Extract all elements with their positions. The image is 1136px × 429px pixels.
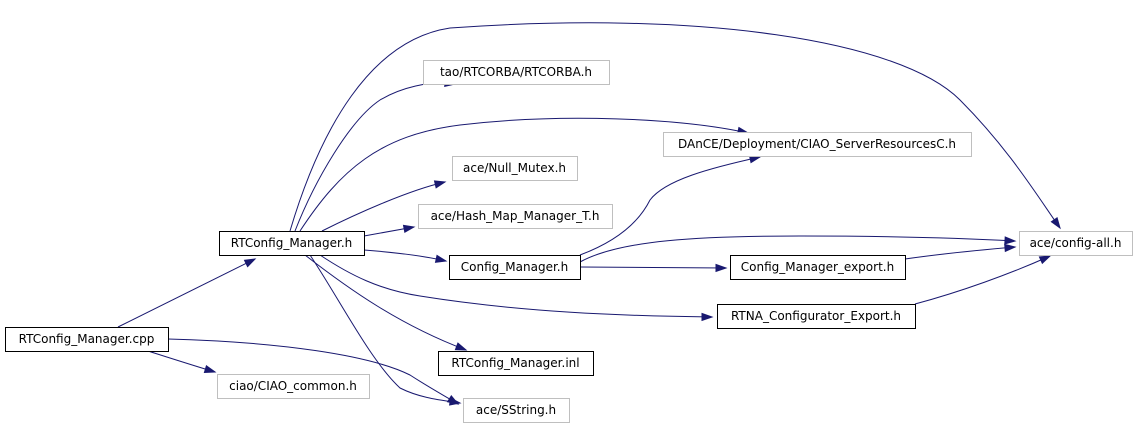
edge-line [147,350,216,373]
edge-arrowhead [1050,216,1061,230]
edge-arrowhead [402,224,416,233]
edge-arrowhead [433,180,447,189]
node-server-resources-h: DAnCE/Deployment/CIAO_ServerResourcesC.h [663,132,972,157]
edge-arrowhead [203,364,217,374]
node-label: ciao/CIAO_common.h [229,379,357,393]
node-hash-map-h: ace/Hash_Map_Manager_T.h [418,204,613,229]
node-box [217,374,370,399]
edge-rtconfig-manager-h-to-sstring-h [309,254,462,406]
node-config-all-h: ace/config-all.h [1019,231,1133,256]
node-sstring-h: ace/SString.h [463,398,570,423]
node-label: DAnCE/Deployment/CIAO_ServerResourcesC.h [678,137,956,151]
node-rtna-export-h[interactable]: RTNA_Configurator_Export.h [717,304,916,329]
edge-config-manager-h-to-config-all-h [579,235,1017,263]
node-label: RTConfig_Manager.h [231,236,353,250]
edge-arrowhead [243,258,257,268]
node-label: RTNA_Configurator_Export.h [731,309,901,323]
edge-line [904,246,1016,260]
edge-line [363,249,447,262]
edge-arrowhead [434,254,448,263]
edge-arrowhead [701,312,714,322]
node-config-manager-export-h[interactable]: Config_Manager_export.h [730,255,906,280]
node-label: ace/Hash_Map_Manager_T.h [431,209,600,223]
node-null-mutex-h: ace/Null_Mutex.h [452,156,578,181]
node-label: tao/RTCORBA/RTCORBA.h [440,65,592,79]
edge-rtconfig-manager-cpp-to-rtconfig-manager-h [117,258,257,328]
edge-arrowhead [449,397,462,406]
node-config-manager-h[interactable]: Config_Manager.h [449,255,581,280]
node-label: ace/Null_Mutex.h [463,161,566,175]
edge-arrowhead [1004,236,1017,245]
nodes-layer: RTConfig_Manager.cpp RTConfig_Manager.hci… [5,60,1133,423]
edge-config-manager-export-h-to-config-all-h [904,243,1017,260]
edge-line [579,235,1016,263]
edge-rtconfig-manager-cpp-to-ciao-common-h [147,350,217,374]
node-rtcorba-h: tao/RTCORBA/RTCORBA.h [423,60,610,85]
edge-arrowhead [715,263,728,273]
node-box [438,351,594,376]
node-box [5,327,169,352]
node-box [449,255,581,280]
edge-config-manager-h-to-config-manager-export-h [579,263,728,273]
edge-rtconfig-manager-h-to-null-mutex-h [321,180,447,232]
edge-line [299,117,749,232]
node-ciao-common-h: ciao/CIAO_common.h [217,374,370,399]
node-box [1019,231,1133,256]
edge-line [579,266,727,269]
node-rtconfig-manager-cpp[interactable]: RTConfig_Manager.cpp [5,327,169,352]
node-label: Config_Manager_export.h [741,260,894,274]
node-label: Config_Manager.h [461,260,568,274]
node-box [717,304,916,329]
node-box [418,204,613,229]
edge-line [914,255,1051,305]
edge-arrowhead [454,342,468,351]
edge-line [304,254,467,351]
node-label: RTConfig_Manager.inl [451,356,579,370]
edge-line [319,254,713,318]
edge-line [289,22,1061,232]
edge-arrowhead [1004,243,1017,253]
node-box [463,398,570,423]
node-label: RTConfig_Manager.cpp [19,332,155,346]
edge-line [321,181,446,232]
edge-rtconfig-manager-h-to-config-manager-h [363,249,448,263]
node-box [730,255,906,280]
edge-config-manager-h-to-server-resources-h [579,155,762,256]
node-box [663,132,972,157]
node-rtconfig-manager-inl[interactable]: RTConfig_Manager.inl [438,351,594,376]
node-box [452,156,578,181]
edge-rtna-export-h-to-config-all-h [914,255,1052,305]
node-rtconfig-manager-h[interactable]: RTConfig_Manager.h [219,231,365,256]
node-label: ace/config-all.h [1030,236,1122,250]
edge-rtconfig-manager-h-to-hash-map-h [363,224,416,237]
node-box [219,231,365,256]
edge-line [167,338,459,405]
edge-rtconfig-manager-h-to-rtconfig-manager-inl [304,254,468,351]
node-label: ace/SString.h [476,403,556,417]
node-box [423,60,610,85]
edge-line [309,254,461,404]
edge-line [579,156,761,256]
edge-rtconfig-manager-h-to-config-all-h [289,22,1061,232]
edge-arrowhead [1038,255,1052,265]
edge-rtconfig-manager-h-to-rtna-export-h [319,254,714,322]
edge-line [117,258,256,328]
